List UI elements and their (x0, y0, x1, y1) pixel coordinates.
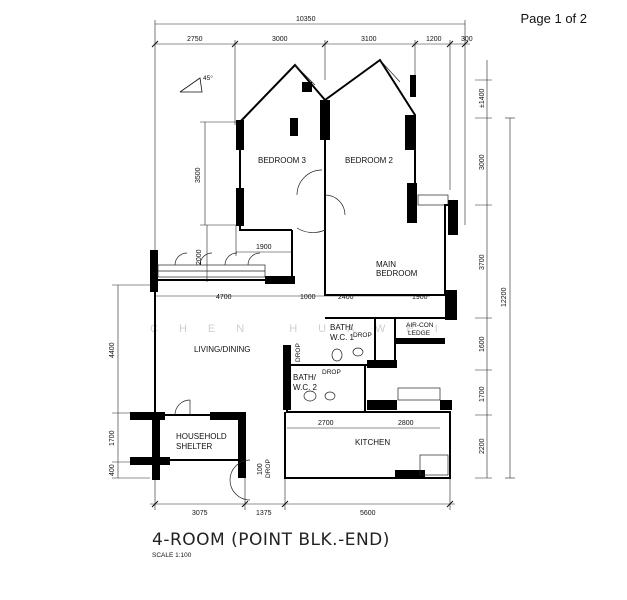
dim-corridor: 1000 (300, 294, 316, 301)
dim-balcony: 2000 (196, 249, 203, 265)
plan-title: 4-ROOM (POINT BLK.-END) (152, 530, 390, 550)
room-label-living-dining: LIVING/DINING (194, 345, 250, 354)
dim-main-width: 2400 (338, 294, 354, 301)
room-label-main-bedroom-line2: BEDROOM (376, 269, 418, 278)
room-label-aircon-line1: AIR-CON (406, 322, 434, 329)
dim-right-2: 3000 (479, 154, 486, 170)
dim-entry: 100 (257, 463, 264, 475)
dim-right-6: 2200 (479, 438, 486, 454)
dim-main-right: 1900 (412, 294, 428, 301)
dim-top-5: 300 (461, 36, 473, 43)
orientation-symbol (179, 77, 203, 93)
room-label-kitchen: KITCHEN (355, 438, 390, 447)
orientation-label: 45° (203, 74, 213, 82)
page-counter: Page 1 of 2 (520, 11, 588, 26)
dim-left-2: 1700 (109, 430, 116, 446)
room-label-bath1-line2: W.C. 1 (330, 333, 355, 342)
room-label-main-bedroom-line1: MAIN (376, 260, 396, 269)
room-label-bath1-line1: BATH/ (330, 323, 354, 332)
dim-bed3-width: 1900 (256, 244, 272, 251)
dim-bottom-1: 3075 (192, 510, 208, 517)
dim-right-1: ±1400 (479, 88, 486, 108)
plan-scale: SCALE 1:100 (152, 552, 192, 559)
drop-label-4: DROP (265, 459, 272, 478)
drop-label-2: DROP (322, 369, 341, 376)
room-label-bath2-line1: BATH/ (293, 373, 317, 382)
dim-top-3: 3100 (361, 36, 377, 43)
room-label-aircon-line2: LEDGE (408, 330, 431, 337)
wall-blocks (130, 75, 458, 480)
dim-right-3: 3700 (479, 254, 486, 270)
dim-living-width: 4700 (216, 294, 232, 301)
dim-bed3-height: 3500 (195, 167, 202, 183)
dimension-ticks (151, 40, 469, 508)
watermark-text: CHEN HUAWEI (150, 323, 459, 335)
dim-kitchen-left: 2700 (318, 420, 334, 427)
dim-top-2: 3000 (272, 36, 288, 43)
dimension-lines (112, 20, 515, 510)
drop-label-3: DROP (295, 343, 302, 362)
room-label-bath2-line2: W.C. 2 (293, 383, 318, 392)
dim-top-1: 2750 (187, 36, 203, 43)
dim-bottom-3: 5600 (360, 510, 376, 517)
dim-top-overall: 10350 (296, 16, 316, 23)
dim-left-3: 400 (109, 464, 116, 476)
dim-left-1: 4400 (109, 342, 116, 358)
windows-and-doors (157, 59, 449, 501)
room-label-shelter-line1: HOUSEHOLD (176, 432, 227, 441)
dim-bottom-2: 1375 (256, 510, 272, 517)
dim-right-4: 1600 (479, 336, 486, 352)
dim-right-5: 1700 (479, 386, 486, 402)
drop-label-1: DROP (353, 332, 372, 339)
room-label-bedroom2: BEDROOM 2 (345, 156, 394, 165)
dim-kitchen-right: 2800 (398, 420, 414, 427)
room-label-shelter-line2: SHELTER (176, 442, 213, 451)
dim-right-overall: 12200 (501, 287, 508, 307)
dim-top-4: 1200 (426, 36, 442, 43)
room-label-bedroom3: BEDROOM 3 (258, 156, 307, 165)
